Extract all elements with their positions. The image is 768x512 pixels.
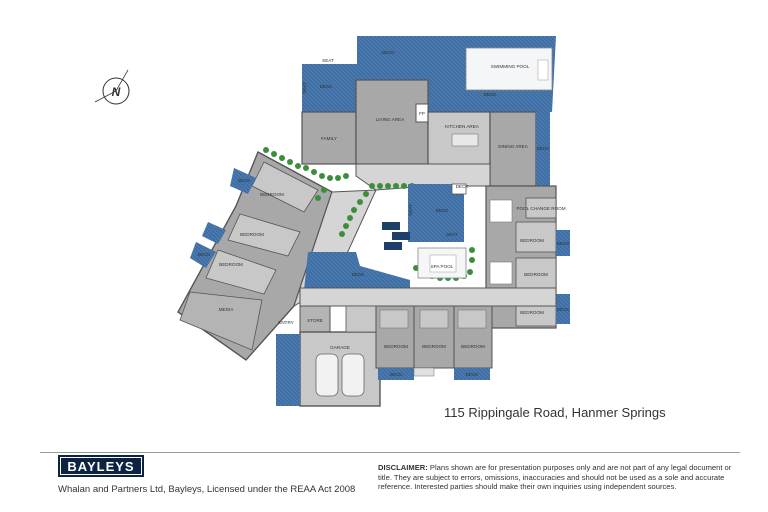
label-bedroom-e3: BEDROOM (520, 310, 544, 315)
agency-line: Whalan and Partners Ltd, Bayleys, Licens… (58, 484, 356, 495)
disclaimer: DISCLAIMER: Plans shown are for presenta… (378, 463, 740, 492)
label-deck-w2: DECK (198, 252, 212, 257)
label-bedroom-s1: BEDROOM (384, 344, 408, 349)
label-deck-left-top: DECK (320, 84, 334, 89)
garden-shrubs (263, 147, 475, 281)
disclaimer-text: Plans shown are for presentation purpose… (378, 463, 732, 491)
label-swimming-pool: SWIMMING POOL (491, 64, 530, 69)
label-deck-e2: DECK (557, 307, 571, 312)
pool-change-room (525, 197, 557, 219)
label-deck-west-wing: DECK (238, 178, 252, 183)
label-deck-s2: DECK (466, 372, 480, 377)
deck-w2 (190, 242, 216, 268)
label-bedroom-w1: BEDROOM (260, 192, 284, 197)
logo-text: BAYLEYS (67, 458, 135, 474)
room-labels: DECK SEAT SEAT DECK SWIMMING POOL DECK F… (198, 50, 571, 377)
label-deck-court-main: DECK (436, 208, 450, 213)
label-living-area: LIVING AREA (376, 117, 406, 122)
label-deck-south: DECK (456, 184, 470, 189)
deck-e1 (556, 230, 570, 256)
label-seat-spa: SEAT (446, 232, 458, 237)
label-family: FAMILY (321, 136, 337, 141)
label-entry: ENTRY (278, 320, 294, 325)
label-bedroom-w2: BEDROOM (240, 232, 264, 237)
dining-area (489, 111, 537, 187)
label-pool-change-room: POOL CHANGE ROOM (516, 206, 565, 211)
label-bedroom-s2: BEDROOM (422, 344, 446, 349)
compass-label: N (112, 85, 121, 99)
label-deck-pool: DECK (484, 92, 498, 97)
label-spa-pool: SPA POOL (431, 264, 454, 269)
label-store: STORE (307, 318, 323, 323)
label-bedroom-e2: BEDROOM (524, 272, 548, 277)
west-wing (177, 151, 377, 361)
label-seat-court: SEAT (408, 204, 413, 216)
label-seat-side: SEAT (302, 82, 307, 94)
north-compass: N (94, 69, 130, 105)
deck-court (304, 252, 410, 290)
label-deck-court: DECK (352, 272, 366, 277)
label-dining-area: DINING AREA (498, 144, 529, 149)
label-deck-east: DECK (537, 146, 551, 151)
label-deck-top: DECK (382, 50, 396, 55)
disclaimer-title: DISCLAIMER: (378, 463, 428, 472)
label-bedroom-e1: BEDROOM (520, 238, 544, 243)
bayleys-logo: BAYLEYS (58, 455, 144, 477)
label-garage: GARAGE (330, 345, 350, 350)
deck-top (357, 36, 452, 80)
swimming-pool (465, 47, 553, 91)
deck-e2 (556, 294, 570, 324)
deck-left-top (302, 64, 357, 112)
label-bedroom-w3: BEDROOM (219, 262, 243, 267)
label-deck-s1: DECK (390, 372, 404, 377)
deck-s1 (378, 368, 414, 380)
garage (299, 331, 381, 407)
property-address: 115 Rippingale Road, Hanmer Springs (444, 405, 666, 420)
deck-east (536, 112, 550, 188)
label-fp: FP (419, 111, 425, 116)
label-seat-top: SEAT (322, 58, 334, 63)
label-media: MEDIA (219, 307, 234, 312)
deck-west-wing (230, 168, 256, 194)
footer-divider (40, 452, 740, 453)
label-bedroom-s3: BEDROOM (461, 344, 485, 349)
label-kitchen-area: KITCHEN AREA (445, 124, 480, 129)
deck-s2 (454, 368, 490, 380)
label-deck-e1: DECK (557, 241, 571, 246)
